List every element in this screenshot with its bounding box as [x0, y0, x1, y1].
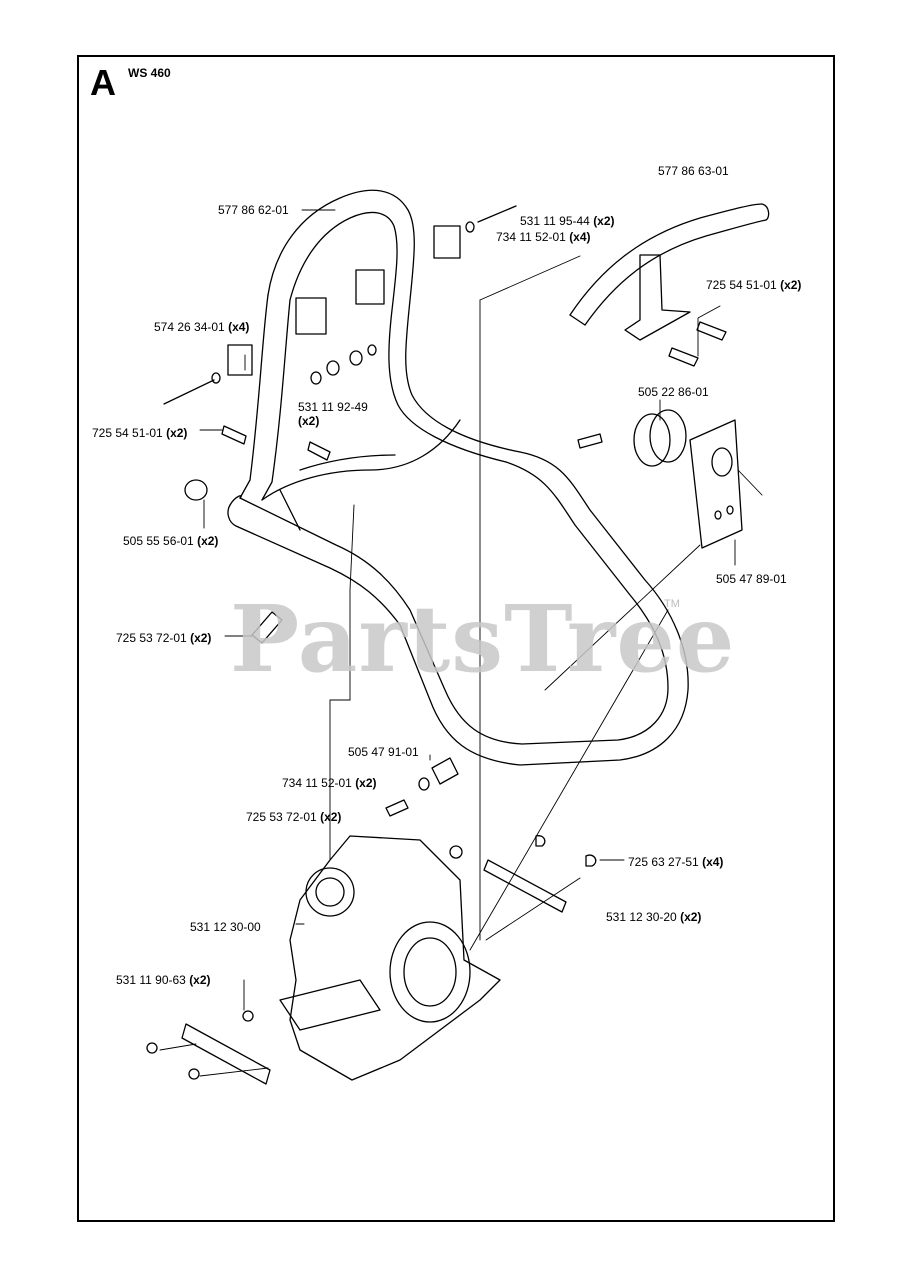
bolt-531-11-92-49	[307, 441, 331, 461]
callout-531-12-30-00: 531 12 30-00	[190, 920, 261, 934]
long-bolt-left	[163, 379, 215, 405]
spacer-505-47-91	[431, 757, 459, 785]
gearbox-housing	[289, 835, 501, 1081]
callout-734-11-52-01-x2: 734 11 52-01 (x2)	[282, 776, 377, 790]
callout-505-47-89-01: 505 47 89-01	[716, 572, 787, 586]
callout-725-54-51-01-right: 725 54 51-01 (x2)	[706, 278, 802, 292]
clamp-block-mid	[355, 269, 385, 305]
bolt-725-54-51-right-a	[696, 321, 727, 341]
mount-block-505-47-89	[689, 419, 743, 549]
right-handle-tube	[569, 203, 763, 316]
callout-577-86-62-01: 577 86 62-01	[218, 203, 289, 217]
bolt-725-54-51-left	[221, 425, 247, 445]
callout-734-11-52-01-x4: 734 11 52-01 (x4)	[496, 230, 591, 244]
main-frame	[227, 451, 689, 766]
callout-725-53-72-01-lower: 725 53 72-01 (x2)	[246, 810, 342, 824]
clamp-block-top	[433, 225, 461, 259]
plug-505-55-56	[184, 479, 208, 501]
callout-531-11-92-49: 531 11 92-49(x2)	[298, 400, 368, 428]
callout-725-54-51-01-left: 725 54 51-01 (x2)	[92, 426, 188, 440]
bottom-plate	[181, 1023, 271, 1085]
callout-505-22-86-01: 505 22 86-01	[638, 385, 709, 399]
clamp-block-left	[295, 297, 327, 335]
section-letter: A	[90, 62, 116, 103]
clamp-block-small	[227, 344, 253, 376]
left-handle-tube-inner	[289, 211, 507, 463]
pin-725-53-72	[251, 611, 283, 644]
callout-531-12-30-20: 531 12 30-20 (x2)	[606, 910, 702, 924]
watermark-trademark: TM	[664, 598, 680, 610]
bolt-725-54-51-right-b	[668, 347, 699, 367]
callout-725-53-72-01-upper: 725 53 72-01 (x2)	[116, 631, 212, 645]
callout-577-86-63-01: 577 86 63-01	[658, 164, 729, 178]
bushing-505-22-86	[633, 413, 671, 467]
plate-531-12-30-20	[483, 859, 567, 913]
callout-505-55-56-01: 505 55 56-01 (x2)	[123, 534, 219, 548]
callout-574-26-34-01: 574 26 34-01 (x4)	[154, 320, 250, 334]
callout-505-47-91-01: 505 47 91-01	[348, 745, 419, 759]
watermark-text: PartsTree	[230, 585, 736, 693]
callout-725-63-27-51: 725 63 27-51 (x4)	[628, 855, 724, 869]
long-bolt-top	[477, 205, 517, 223]
main-frame-inner	[239, 461, 669, 745]
right-handle-tube-inner	[584, 219, 767, 326]
right-bracket	[624, 254, 691, 341]
diagram-frame	[77, 55, 835, 1222]
callout-531-11-90-63: 531 11 90-63 (x2)	[116, 973, 211, 987]
model-label: WS 460	[128, 66, 171, 80]
callout-531-11-95-44: 531 11 95-44 (x2)	[520, 214, 615, 228]
